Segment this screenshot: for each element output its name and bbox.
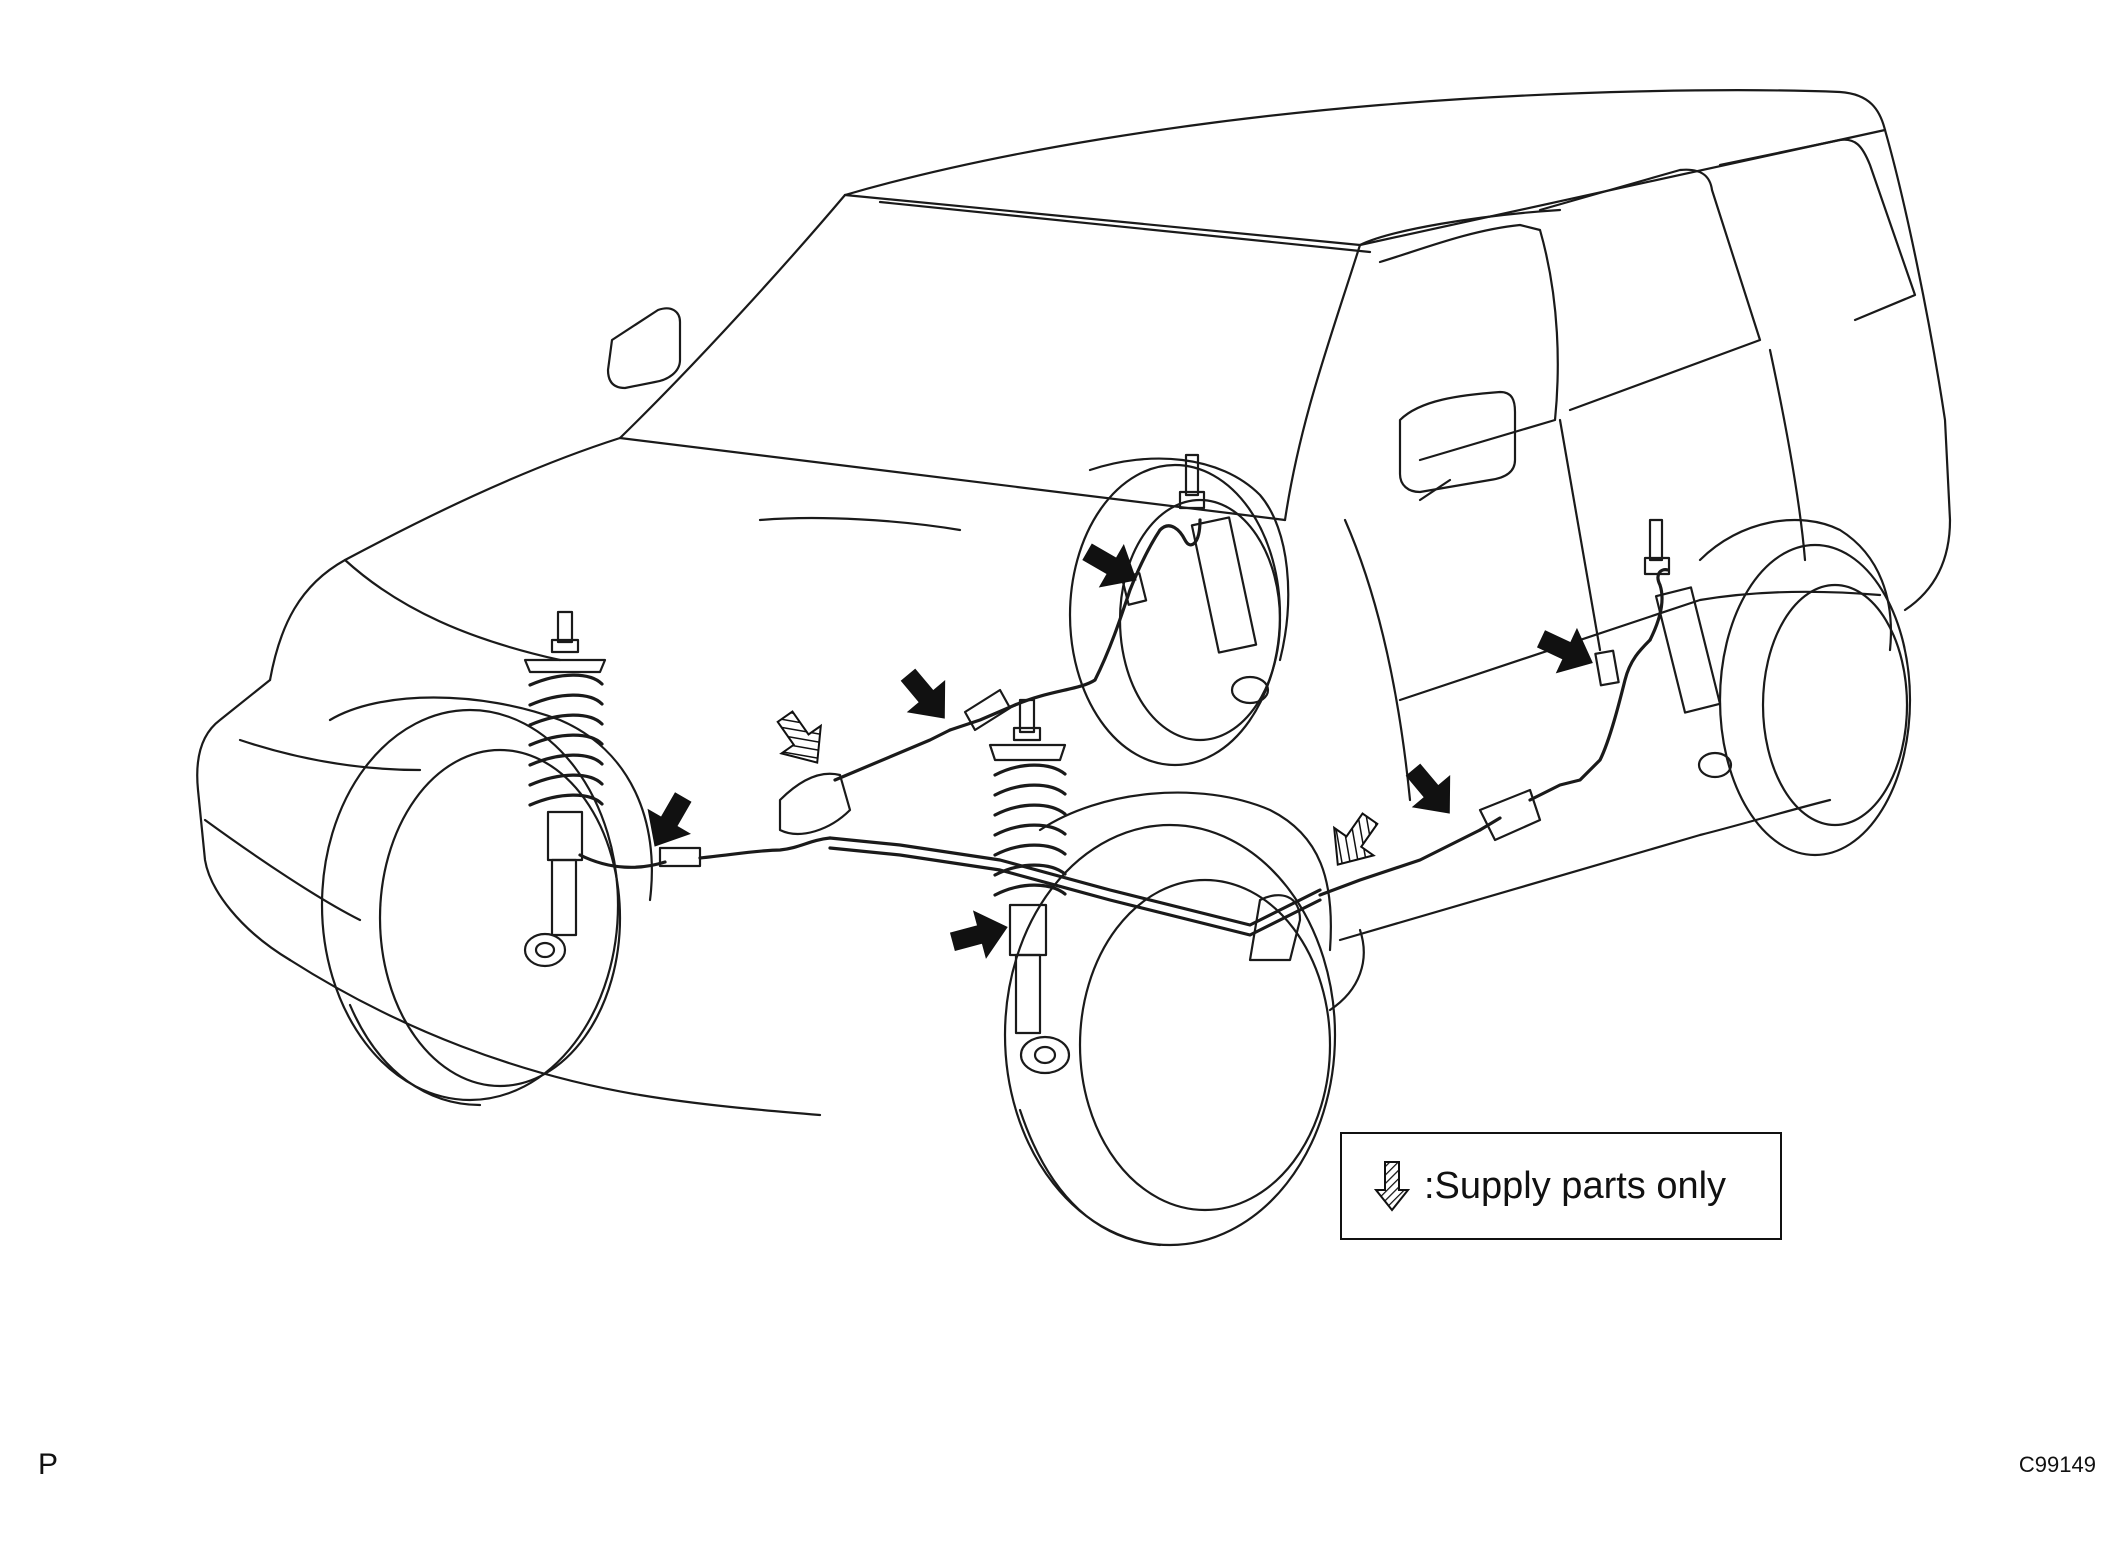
figure-code: C99149 bbox=[2018, 1452, 2096, 1477]
solid-arrow-icon bbox=[889, 659, 964, 734]
legend-box: :Supply parts only bbox=[1340, 1132, 1782, 1240]
solid-arrow-icon bbox=[946, 903, 1014, 966]
front-left-strut bbox=[523, 610, 607, 968]
rear-left-shock bbox=[1178, 453, 1270, 705]
hatched-arrow-icon bbox=[776, 710, 823, 764]
rear-right-shock bbox=[1643, 518, 1733, 779]
hatched-arrow-icon bbox=[1374, 1161, 1410, 1212]
corner-label: P bbox=[38, 1448, 59, 1481]
suspension-hydraulic-lines bbox=[578, 518, 1670, 962]
legend-label: :Supply parts only bbox=[1424, 1164, 1727, 1207]
vehicle-body bbox=[196, 89, 1952, 1247]
hatched-arrow-icon bbox=[1332, 812, 1379, 866]
solid-arrow-icon bbox=[1074, 530, 1149, 602]
solid-arrow-icon bbox=[1530, 616, 1603, 685]
